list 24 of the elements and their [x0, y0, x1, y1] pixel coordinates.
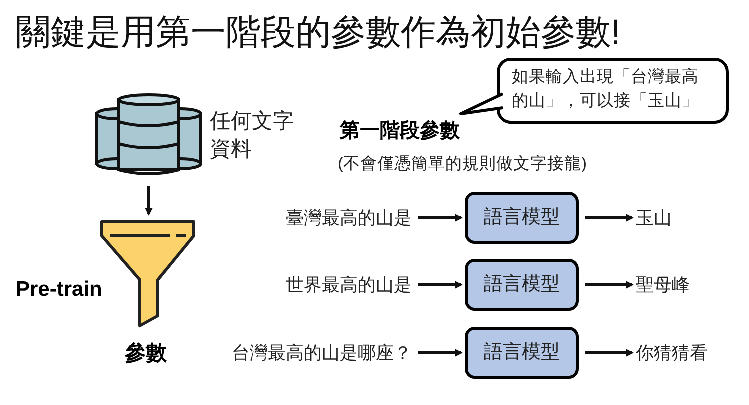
- arrow: [145, 186, 153, 216]
- arrow: [418, 281, 463, 289]
- output-text: 你猜猜看: [636, 341, 708, 365]
- model-box: 語言模型: [465, 259, 579, 311]
- section-heading: 第一階段參數: [340, 119, 460, 144]
- output-text: 聖母峰: [636, 273, 690, 297]
- node-caption: 參數: [125, 341, 167, 367]
- note-text: (不會僅憑簡單的規則做文字接龍): [338, 154, 587, 175]
- arrow: [418, 349, 463, 357]
- output-text: 玉山: [636, 206, 672, 230]
- arrow: [418, 214, 463, 222]
- input-text: 世界最高的山是: [286, 273, 412, 297]
- arrow: [585, 281, 634, 289]
- node-caption: 任何文字資料: [210, 109, 295, 163]
- title: 關鍵是用第一階段的參數作為初始參數!: [16, 12, 621, 54]
- database-icon: [95, 92, 203, 178]
- model-box: 語言模型: [465, 192, 579, 244]
- arrow: [585, 349, 634, 357]
- funnel-icon: [100, 220, 196, 328]
- input-text: 台灣最高的山是哪座？: [232, 341, 412, 365]
- model-box: 語言模型: [465, 327, 579, 379]
- arrow: [585, 214, 634, 222]
- node-caption: Pre-train: [16, 277, 102, 303]
- input-text: 臺灣最高的山是: [286, 206, 412, 230]
